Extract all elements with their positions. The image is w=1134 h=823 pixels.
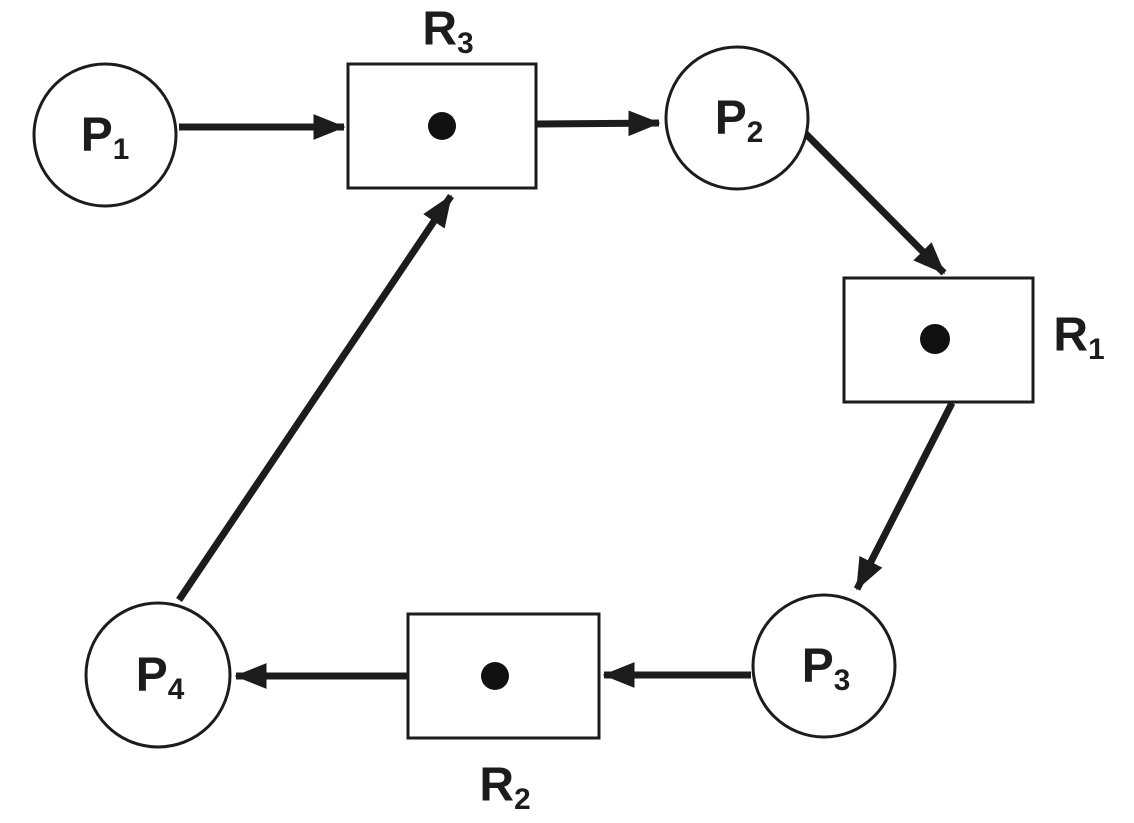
edge-r1-p3-arrow [853,401,956,591]
edge-p4-r3-arrow [176,194,454,602]
label-r3: R3 [422,2,474,60]
process-p3-circle [751,593,897,739]
label-p2: P2 [714,91,764,149]
process-p2-circle [664,45,810,191]
edge-p2-r1-arrow [801,129,947,276]
label-r2: R2 [479,758,531,816]
label-p3: P3 [801,639,851,697]
resource-r1-token-dot [920,324,950,354]
label-r1: R1 [1053,308,1105,366]
label-p1: P1 [80,108,130,166]
edge-r3-p2-arrow [536,110,661,137]
resource-r2-token-dot [481,662,509,690]
label-p4: P4 [135,648,185,706]
resource-r3-token-dot [428,112,456,140]
process-p4-circle [84,601,232,749]
process-p1-circle [32,62,178,208]
